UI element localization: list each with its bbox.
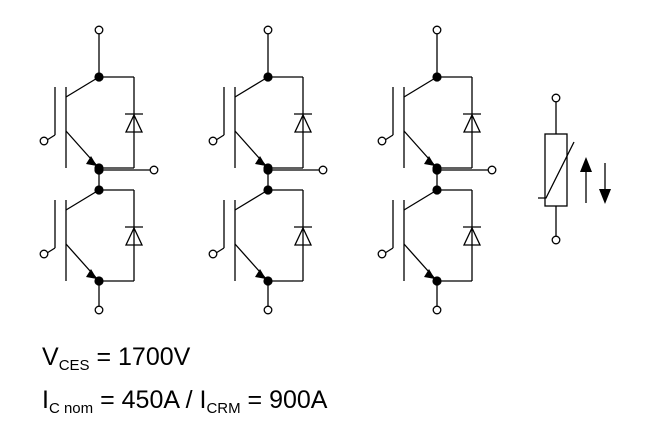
collector-lead — [403, 189, 438, 211]
terminal — [94, 305, 104, 315]
terminal — [432, 25, 442, 35]
terminal — [377, 136, 387, 146]
diode-icon — [293, 226, 313, 246]
emitter-arrow — [255, 156, 266, 166]
gate-lead — [46, 134, 56, 141]
up-arrow-icon — [580, 157, 592, 172]
emitter-arrow — [86, 156, 97, 166]
emitter-arrow — [424, 156, 435, 166]
terminal — [208, 249, 218, 259]
spec-block: VCES = 1700V IC nom = 450A / ICRM = 900A — [42, 340, 328, 426]
gate-lead — [384, 134, 394, 141]
current-rating: IC nom = 450A / ICRM = 900A — [42, 386, 328, 417]
terminal — [551, 93, 561, 103]
collector-lead — [234, 189, 269, 211]
thermistor-body — [544, 133, 568, 207]
terminal — [432, 305, 442, 315]
terminal — [94, 25, 104, 35]
gate-lead — [215, 134, 225, 141]
gate-lead — [384, 247, 394, 254]
igbt-module-schematic — [39, 25, 611, 315]
thermistor-slash — [538, 141, 575, 199]
terminal — [39, 136, 49, 146]
half-bridge-leg-2 — [208, 25, 328, 315]
collector-lead — [65, 189, 100, 211]
terminal — [551, 235, 561, 245]
thermistor — [538, 93, 611, 245]
vces-rating: VCES = 1700V — [42, 343, 191, 374]
gate-lead — [46, 247, 56, 254]
terminal — [149, 165, 159, 175]
terminal — [318, 165, 328, 175]
diode-icon — [462, 226, 482, 246]
terminal — [208, 136, 218, 146]
half-bridge-leg-1 — [39, 25, 159, 315]
collector-lead — [234, 76, 269, 98]
terminal — [487, 165, 497, 175]
down-arrow-icon — [599, 189, 611, 204]
terminal — [263, 305, 273, 315]
terminal — [39, 249, 49, 259]
terminal — [377, 249, 387, 259]
diode-icon — [462, 113, 482, 133]
half-bridge-leg-3 — [377, 25, 497, 315]
emitter-arrow — [424, 269, 435, 279]
diode-icon — [293, 113, 313, 133]
collector-lead — [403, 76, 438, 98]
emitter-arrow — [255, 269, 266, 279]
terminal — [263, 25, 273, 35]
collector-lead — [65, 76, 100, 98]
diode-icon — [124, 113, 144, 133]
gate-lead — [215, 247, 225, 254]
diode-icon — [124, 226, 144, 246]
emitter-arrow — [86, 269, 97, 279]
